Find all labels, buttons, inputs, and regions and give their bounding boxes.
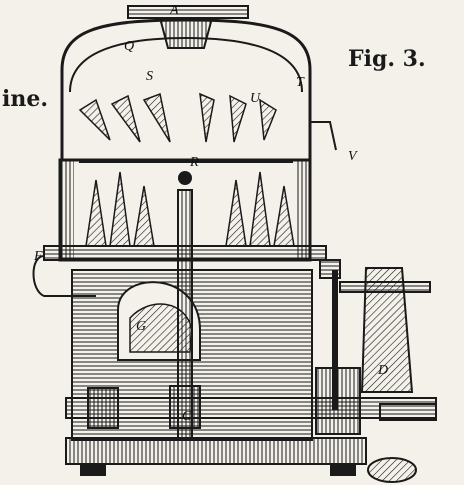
base-plinth	[65, 437, 367, 476]
side-pipe	[32, 121, 337, 297]
vertical-shaft	[169, 171, 201, 441]
label-f: F	[33, 249, 43, 264]
dome-cover	[60, 5, 312, 162]
label-t: T	[296, 75, 305, 90]
label-q: Q	[124, 39, 134, 54]
label-s: S	[146, 69, 153, 84]
dome-blades	[78, 92, 277, 143]
cut-off-heading: ine.	[2, 86, 49, 112]
pulley-wheel	[367, 457, 417, 483]
figure-caption: Fig. 3.	[348, 46, 426, 72]
label-a: A	[169, 3, 179, 18]
label-r: R	[189, 155, 199, 170]
cylinder-blades	[85, 171, 295, 247]
right-linkage	[319, 259, 437, 421]
label-u: U	[250, 91, 261, 106]
label-v: V	[348, 149, 358, 164]
label-g: G	[136, 319, 146, 334]
label-c: C	[182, 409, 192, 424]
label-d: D	[377, 363, 388, 378]
